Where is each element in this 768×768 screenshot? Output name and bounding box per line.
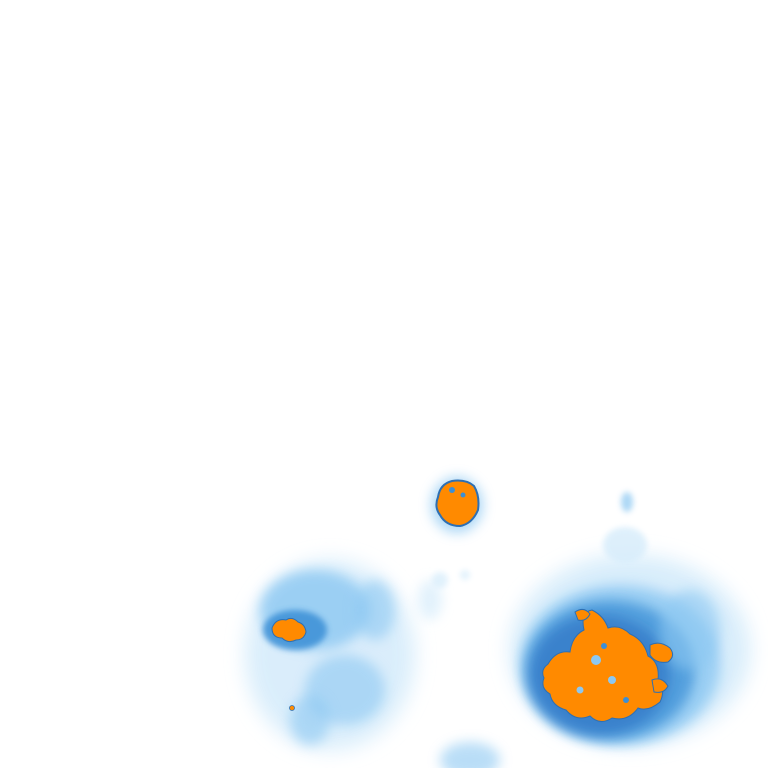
hotspot-right-upper bbox=[574, 608, 591, 621]
cluster-bottom-center bbox=[418, 570, 500, 768]
hotspot-top bbox=[435, 479, 480, 528]
cluster-left bbox=[245, 560, 415, 750]
hotspot-right-tail bbox=[649, 642, 674, 663]
hotspot-right-drip bbox=[651, 678, 669, 693]
cluster-top bbox=[431, 477, 483, 533]
cluster-right bbox=[510, 492, 750, 745]
hotspot-left bbox=[271, 617, 307, 643]
